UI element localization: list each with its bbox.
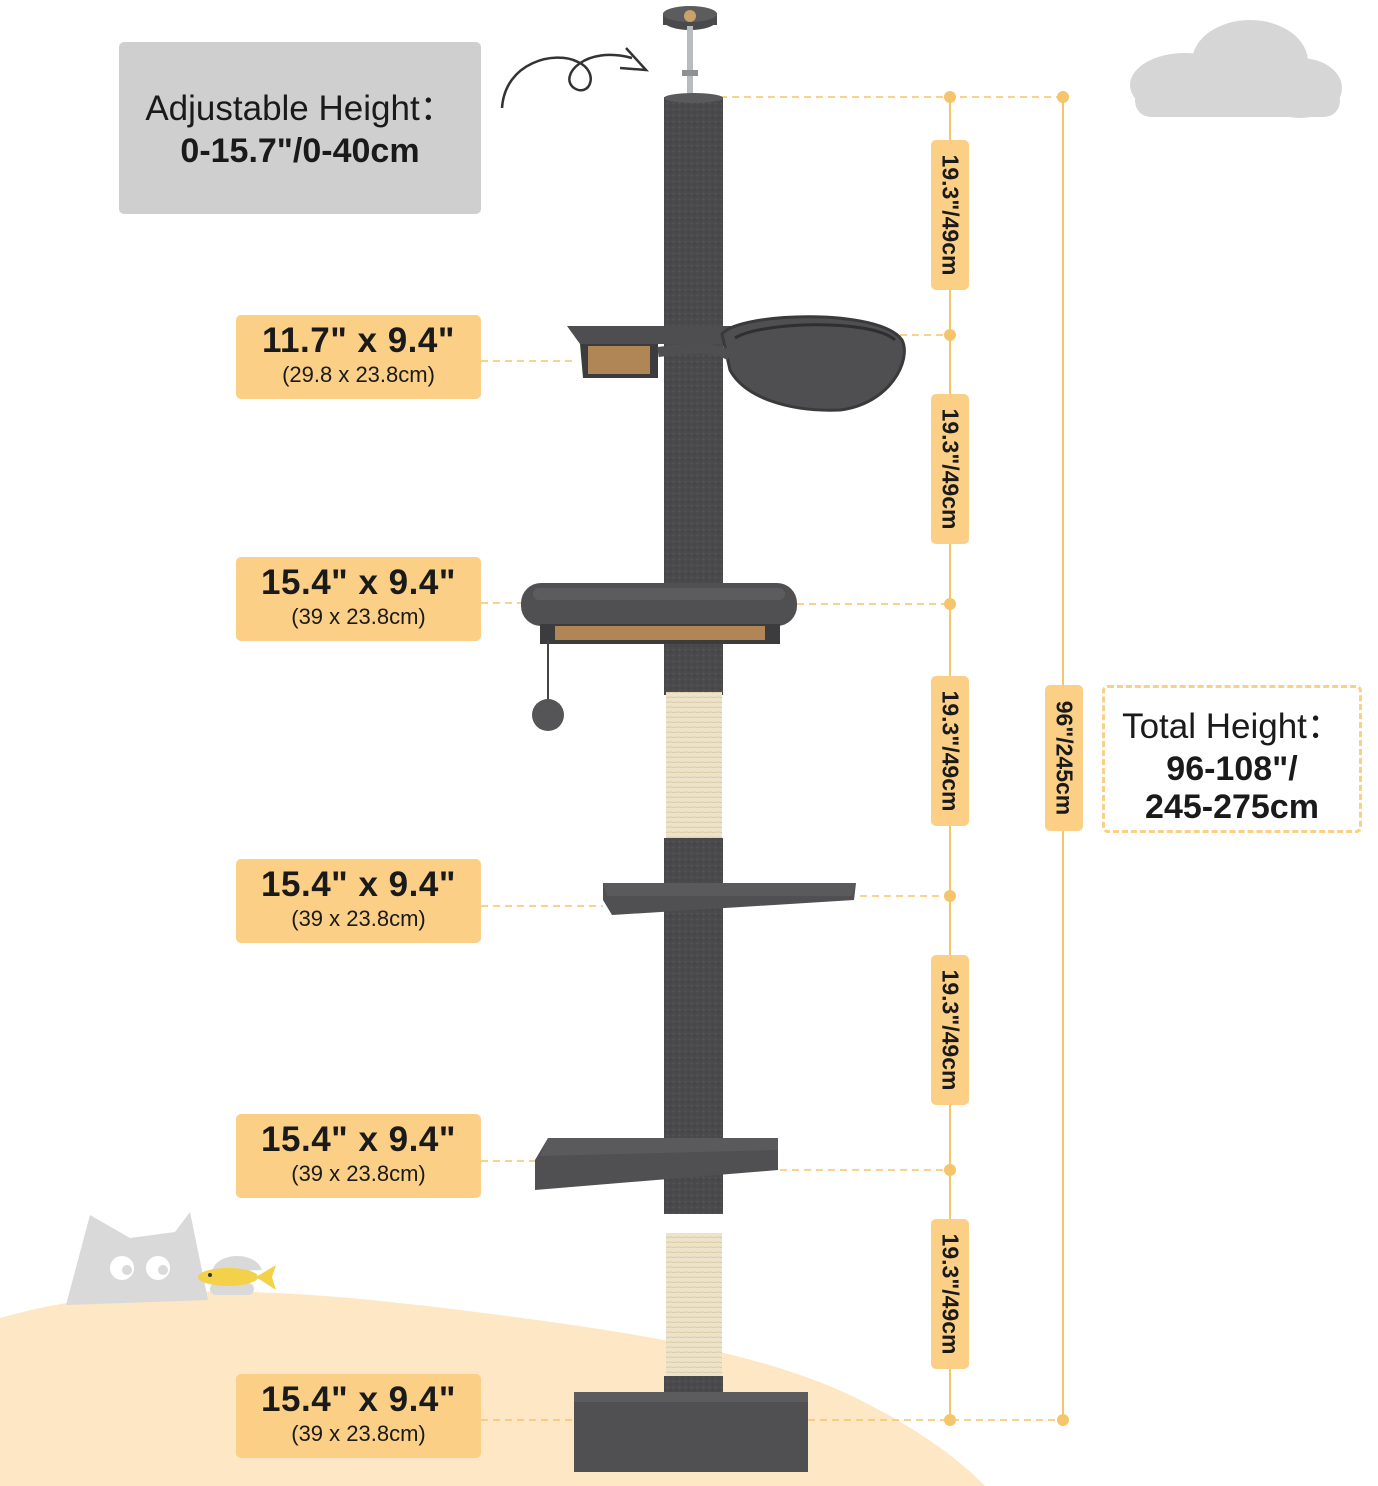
total-height-box: Total Height： 96-108"/ 245-275cm [1102,685,1362,833]
hanging-ball-toy [532,699,564,731]
platform-1 [567,326,760,344]
cloud-icon [1130,20,1342,118]
segment-height-text: 19.3"/49cm [937,690,964,812]
segment-height-text: 19.3"/49cm [937,408,964,530]
adjustable-height-box: Adjustable Height： 0-15.7"/0-40cm [119,42,481,214]
segment-height-label-1: 19.3"/49cm [931,140,969,290]
segment-dots [944,91,956,1426]
adjustable-height-value: 0-15.7"/0-40cm [180,132,420,170]
platform-size-label-3: 15.4" x 9.4" (39 x 23.8cm) [236,859,481,943]
total-height-imperial: 96-108"/ [1166,750,1298,788]
platform-size-metric: (39 x 23.8cm) [291,906,426,931]
cat-peeking-icon [66,1212,262,1305]
total-height-metric: 245-275cm [1145,788,1319,826]
total-height-label: Total Height： [1122,707,1342,746]
platform-size-metric: (39 x 23.8cm) [291,604,426,629]
platform-size-imperial: 15.4" x 9.4" [261,563,456,602]
segment-height-text: 19.3"/49cm [937,969,964,1091]
platform-size-metric: (39 x 23.8cm) [291,1421,426,1446]
total-height-side-text: 96"/245cm [1051,700,1078,816]
platform-size-label-1: 11.7" x 9.4" (29.8 x 23.8cm) [236,315,481,399]
total-dot-top [1057,91,1069,103]
total-height-side-label: 96"/245cm [1045,685,1083,831]
segment-height-label-5: 19.3"/49cm [931,1219,969,1369]
fish-icon [198,1265,276,1290]
platform-size-label-4: 15.4" x 9.4" (39 x 23.8cm) [236,1114,481,1198]
curly-arrow-icon [500,53,633,109]
platform-size-imperial: 15.4" x 9.4" [261,1380,456,1419]
platform-size-imperial: 15.4" x 9.4" [261,1120,456,1159]
hammock-basket [720,315,906,412]
platform-size-label-5: 15.4" x 9.4" (39 x 23.8cm) [236,1374,481,1458]
platform-size-metric: (29.8 x 23.8cm) [282,362,435,387]
segment-height-text: 19.3"/49cm [937,154,964,276]
sisal-post-1 [666,692,722,839]
platform-size-label-2: 15.4" x 9.4" (39 x 23.8cm) [236,557,481,641]
base-platform [574,1392,808,1472]
segment-height-label-3: 19.3"/49cm [931,676,969,826]
leader-lines [481,96,1063,1421]
segment-height-label-4: 19.3"/49cm [931,955,969,1105]
cat-tree [521,6,906,1472]
segment-height-text: 19.3"/49cm [937,1233,964,1355]
platform-size-metric: (39 x 23.8cm) [291,1161,426,1186]
adjustable-rod [687,26,693,98]
arrow-head [619,47,650,72]
ground-hill [0,1291,985,1486]
sisal-post-2 [666,1233,722,1379]
adjustable-height-label: Adjustable Height： [145,89,455,128]
platform-size-imperial: 11.7" x 9.4" [262,321,455,360]
segment-height-label-2: 19.3"/49cm [931,394,969,544]
total-dot-bottom [1057,1414,1069,1426]
platform-size-imperial: 15.4" x 9.4" [261,865,456,904]
